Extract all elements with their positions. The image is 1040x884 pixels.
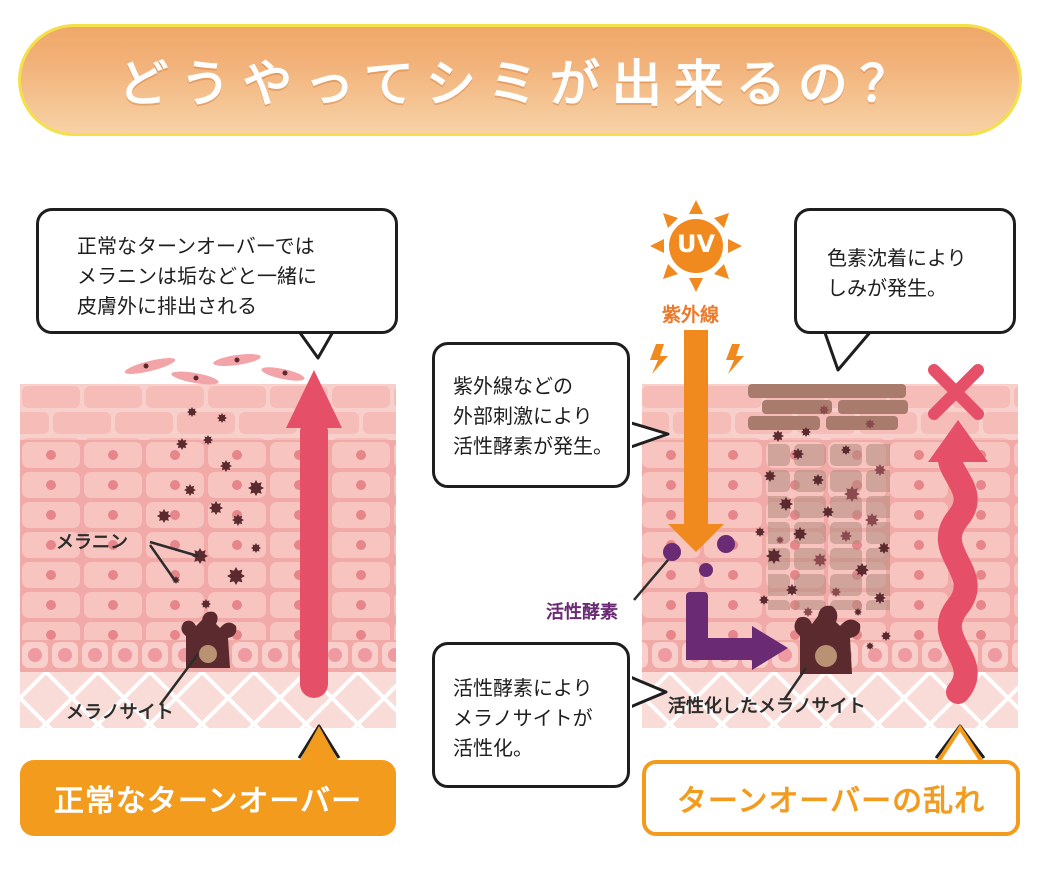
melanin-granule [822,506,834,518]
melanin-granule [227,567,245,585]
melanin-granule [812,474,824,486]
enzyme-pointer-line [633,559,669,601]
melanin-granule [854,608,862,616]
melanin-granule [866,642,874,650]
melanin-granule [881,631,891,641]
melanin-pointer-lines [148,540,200,706]
uv-icon-label: UV [676,230,716,258]
melanin-granules-right [755,405,891,650]
melanin-granule [840,530,852,542]
bubble-line: メラニンは垢などと一緒に [77,264,317,288]
badge-disrupted-turnover: ターンオーバーの乱れ [642,760,1020,836]
melanin-granule [220,460,232,472]
active-melanocyte-pointer [782,667,808,701]
bubble-line: 活性酵素が発生。 [453,434,613,458]
bubble-line: 皮膚外に排出される [77,294,257,318]
speech-bubble-uv: 紫外線などの 外部刺激により 活性酵素が発生。 [432,342,630,488]
melanin-granule [855,563,869,577]
melanin-granule [209,501,223,515]
title-banner: どうやってシミが出来るの？ [18,24,1022,136]
speech-bubble-normal: 正常なターンオーバーでは メラニンは垢などと一緒に 皮膚外に排出される [36,208,398,334]
uv-down-arrow [668,330,724,552]
lightning-icon [650,344,744,374]
flaking-cells [124,354,305,385]
melanin-granule [184,484,196,496]
melanin-granule [874,592,886,604]
melanin-granule [755,527,765,537]
melanin-granule [187,407,197,417]
melanin-granule [819,405,829,415]
bubble-line: 活性化。 [453,736,533,760]
melanin-granule [251,543,261,553]
bubble-line: 外部刺激により [453,404,593,428]
blocked-x-icon [928,364,984,420]
bubble-line: メラノサイトが [453,706,593,730]
melanin-granule [801,427,811,437]
melanin-granule [248,480,264,496]
bubble-line: 色素沈着により [827,246,967,270]
label-melanocyte: メラノサイト [66,702,174,723]
melanin-granule [201,599,211,609]
melanin-granule [232,514,244,526]
melanin-granule [865,419,875,429]
melanin-granule [176,438,188,450]
label-melanin: メラニン [56,532,128,553]
melanin-granule [766,548,782,564]
disrupted-turnover-arrow [928,420,988,704]
melanin-granule [764,470,776,482]
badge-normal-turnover: 正常なターンオーバー [20,760,396,836]
melanin-granule [844,486,860,502]
active-enzyme-dots [663,535,735,577]
melanin-granule [874,464,886,476]
bubble-line: しみが発生。 [827,276,947,300]
label-activated-melanocyte: 活性化したメラノサイト [668,696,866,717]
melanin-granule [203,435,213,445]
left-skin-panel [20,384,396,728]
melanin-granule [772,430,784,442]
melanin-granule [217,413,227,423]
melanocyte [181,611,237,668]
melanin-granule [192,548,208,564]
bubble-line: 正常なターンオーバーでは [77,234,315,258]
melanin-granule [776,536,784,544]
page-title: どうやってシミが出来るの？ [118,55,922,113]
label-uv: 紫外線 [662,304,720,326]
melanin-granule [813,553,827,567]
melanin-granules-left [157,407,264,609]
melanin-granule [878,542,890,554]
melanin-granule [792,448,804,460]
speech-bubble-activation: 活性酵素により メラノサイトが 活性化。 [432,642,630,788]
bubble-line: 紫外線などの [453,374,573,398]
speech-bubble-pigment: 色素沈着により しみが発生。 [794,208,1016,334]
activated-melanocyte [794,605,861,674]
activation-arrow [686,592,788,670]
uv-sun-icon [650,200,742,292]
melanin-granule [803,607,813,617]
melanin-granule [786,584,798,596]
melanin-granule [779,497,793,511]
melanin-granule [793,527,807,541]
melanin-granule [831,587,841,597]
bubble-line: 活性酵素により [453,676,593,700]
turnover-arrow-up [286,370,342,698]
label-active-enzyme: 活性酵素 [546,602,618,623]
melanin-granule [157,509,171,523]
melanin-granule [841,445,851,455]
melanin-granule [865,513,879,527]
pigmented-layer [748,384,908,610]
melanin-granule [759,595,769,605]
